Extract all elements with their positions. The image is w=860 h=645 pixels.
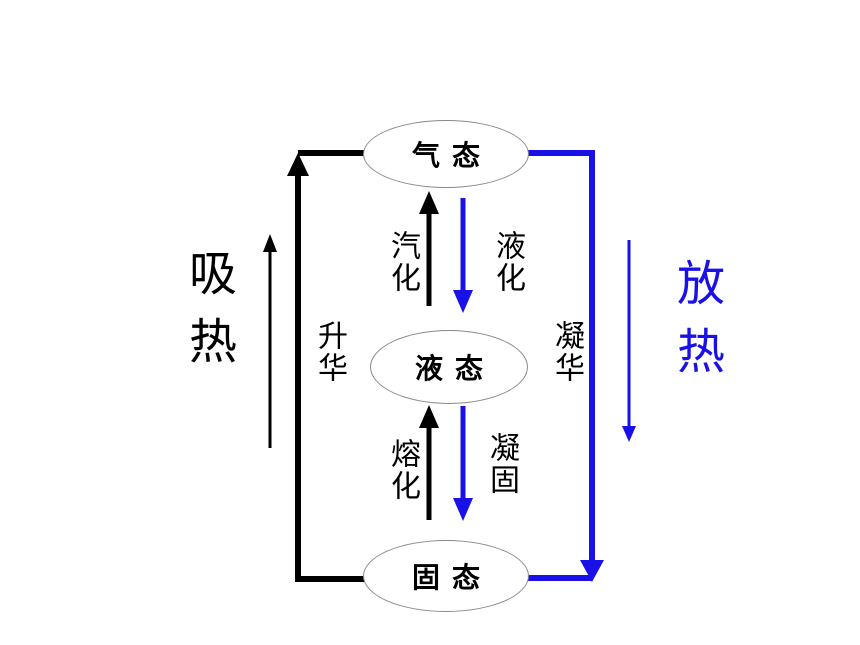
release-heat-arrowhead bbox=[622, 426, 636, 442]
solidification-arrowhead bbox=[453, 498, 473, 521]
liquid-state: 液态 bbox=[370, 330, 528, 404]
solidification-label: 凝固 bbox=[484, 432, 519, 496]
gas-state: 气态 bbox=[363, 120, 529, 188]
absorb-heat-arrowhead bbox=[263, 234, 277, 252]
liquefaction-label: 液化 bbox=[490, 230, 525, 294]
solid-state-label: 固态 bbox=[411, 561, 492, 594]
sublimation-arrow bbox=[295, 170, 366, 582]
liquefaction-arrowhead bbox=[453, 290, 473, 313]
sublimation-label: 升华 bbox=[312, 320, 347, 384]
liquid-state-label: 液态 bbox=[414, 352, 495, 385]
vaporization-arrowhead bbox=[419, 191, 439, 214]
sublimation-arrowhead bbox=[287, 153, 309, 176]
release-heat-label: 放热 bbox=[668, 258, 724, 394]
absorb-heat-label: 吸热 bbox=[180, 248, 236, 384]
deposition-arrowhead bbox=[580, 560, 604, 582]
solid-state: 固态 bbox=[363, 540, 529, 612]
deposition-label: 凝华 bbox=[549, 320, 584, 384]
gas-state-label: 气态 bbox=[411, 139, 492, 172]
melting-arrowhead bbox=[419, 405, 439, 428]
deposition-arrow bbox=[528, 150, 595, 562]
melting-label: 熔化 bbox=[385, 438, 420, 502]
vaporization-label: 汽化 bbox=[385, 230, 420, 294]
